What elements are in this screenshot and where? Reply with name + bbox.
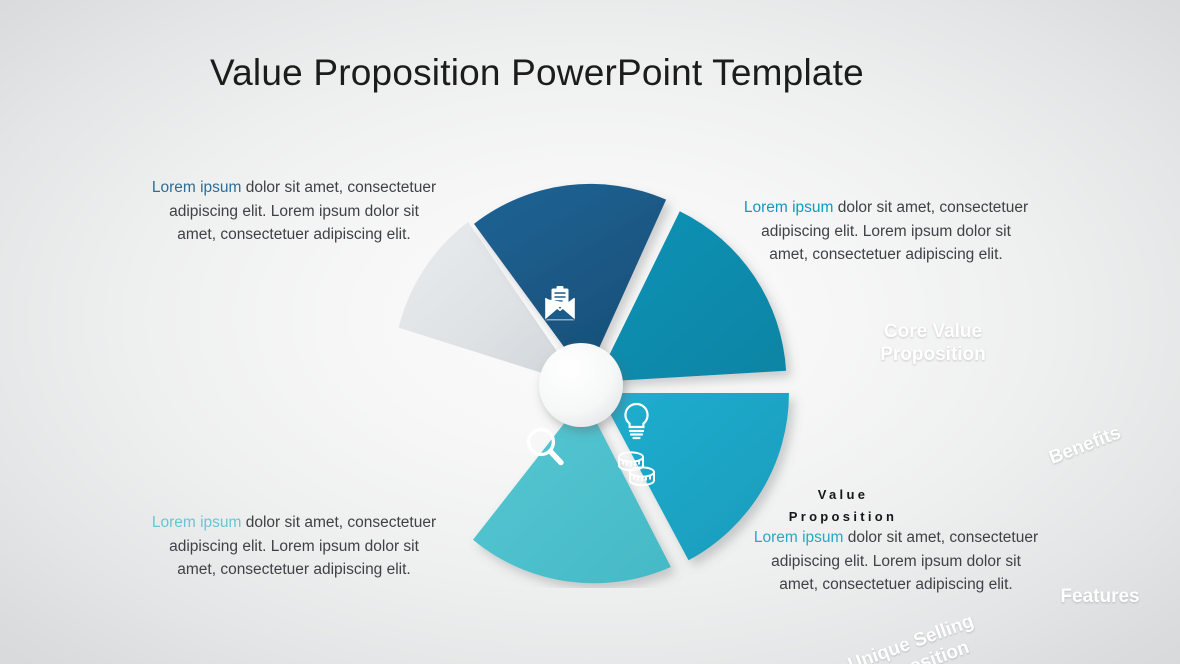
- segment-benefits[interactable]: [596, 211, 787, 382]
- segment-label-features: Features: [1060, 586, 1140, 607]
- callout-top-left-lead: Lorem ipsum: [151, 179, 242, 196]
- coins-icon: [618, 451, 655, 487]
- segment-label-benefits: Benefits: [1046, 422, 1124, 469]
- segment-unique-selling-proposition[interactable]: [473, 398, 671, 584]
- callout-top-left-body: dolor sit amet, consectetuer adipiscing …: [169, 179, 437, 244]
- callout-bottom-left: Lorem ipsum dolor sit amet, consectetuer…: [150, 511, 438, 582]
- envelope-document-icon: [545, 286, 575, 321]
- segment-label-core-value-proposition: Core Value Proposition: [880, 321, 986, 366]
- page-title: Value Proposition PowerPoint Template: [210, 52, 864, 93]
- callout-top-right-body: dolor sit amet, consectetuer adipiscing …: [761, 199, 1029, 264]
- segment-core-value-proposition[interactable]: [474, 183, 667, 377]
- callout-bottom-left-body: dolor sit amet, consectetuer adipiscing …: [169, 514, 437, 579]
- callout-bottom-right-body: dolor sit amet, consectetuer adipiscing …: [771, 529, 1039, 594]
- segment-value-proposition-base[interactable]: [398, 221, 580, 385]
- lightbulb-icon: [624, 402, 649, 440]
- callout-bottom-right: Lorem ipsum dolor sit amet, consectetuer…: [752, 526, 1040, 597]
- segment-features[interactable]: [599, 393, 789, 561]
- callout-bottom-right-lead: Lorem ipsum: [753, 529, 844, 546]
- callout-top-right: Lorem ipsum dolor sit amet, consectetuer…: [742, 196, 1030, 267]
- callout-bottom-left-lead: Lorem ipsum: [151, 514, 242, 531]
- callout-top-left: Lorem ipsum dolor sit amet, consectetuer…: [150, 176, 438, 247]
- magnifier-icon: [526, 427, 564, 466]
- wheel-hub: [539, 343, 623, 427]
- segment-label-unique-selling-proposition: Unique Selling Proposition: [845, 610, 977, 664]
- callout-top-right-lead: Lorem ipsum: [743, 199, 834, 216]
